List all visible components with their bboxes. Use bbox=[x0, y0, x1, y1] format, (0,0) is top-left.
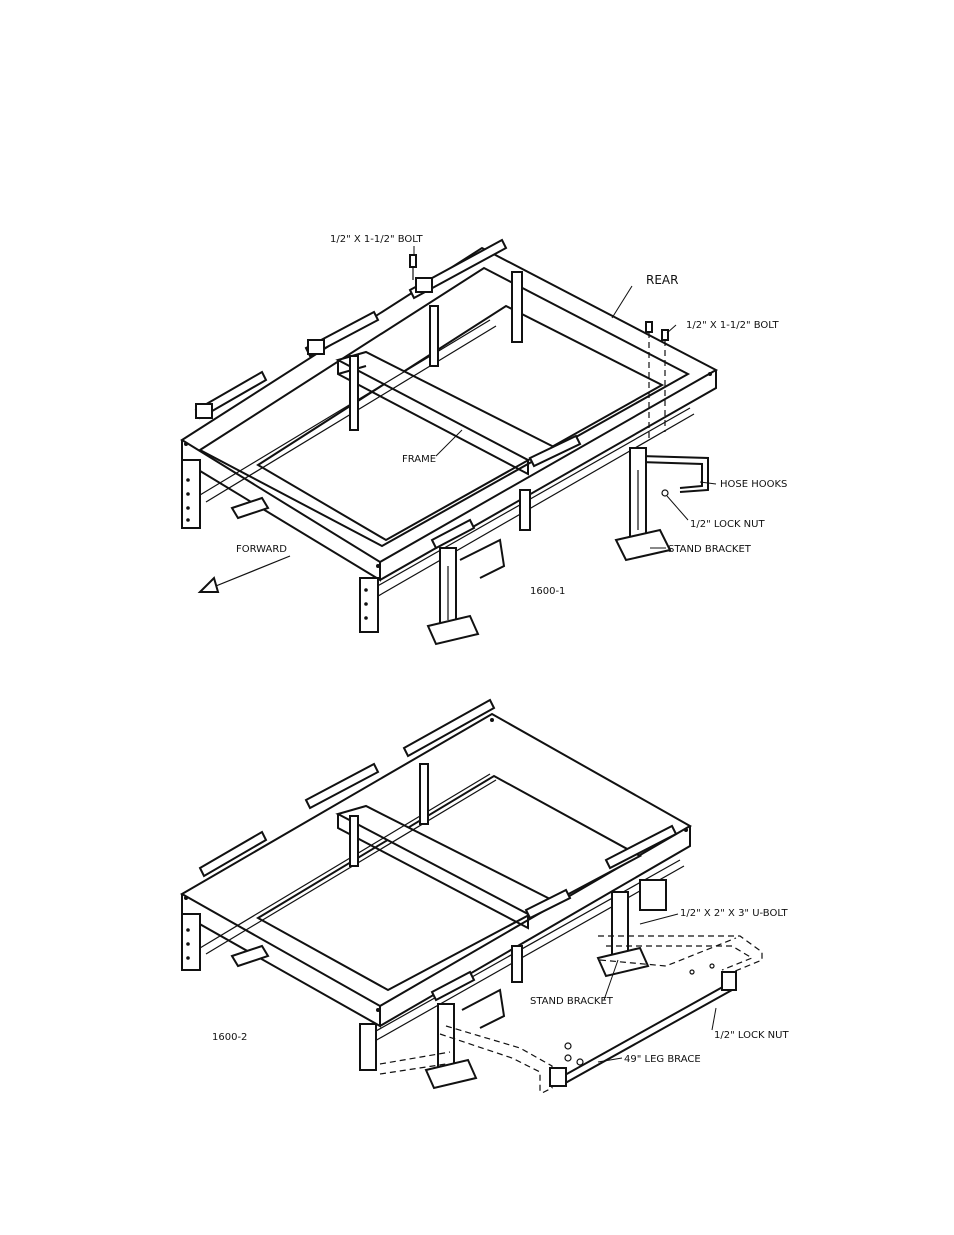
forward-arrow bbox=[200, 556, 290, 592]
figure-id-bottom: 1600-2 bbox=[212, 1032, 247, 1043]
label-rear: REAR bbox=[646, 273, 678, 287]
label-lock-nut-bottom: 1/2" LOCK NUT bbox=[714, 1030, 789, 1041]
label-bolt-right: 1/2" X 1-1/2" BOLT bbox=[686, 320, 779, 331]
top-assembly-drawing: 1/2" X 1-1/2" BOLT REAR 1/2" X 1-1/2" BO… bbox=[182, 234, 787, 644]
label-u-bolt: 1/2" X 2" X 3" U-BOLT bbox=[680, 908, 789, 919]
hose-hook-bottom bbox=[462, 990, 504, 1028]
bottom-assembly-drawing: 1/2" X 2" X 3" U-BOLT STAND BRACKET 1/2"… bbox=[182, 700, 789, 1094]
label-leg-brace: 49" LEG BRACE bbox=[624, 1054, 701, 1065]
label-bolt-left: 1/2" X 1-1/2" BOLT bbox=[330, 234, 423, 245]
bolt-left-top bbox=[410, 255, 416, 280]
label-hose-hooks: HOSE HOOKS bbox=[720, 479, 787, 490]
stand-bracket-right bbox=[616, 448, 670, 560]
label-lock-nut-top: 1/2" LOCK NUT bbox=[690, 519, 765, 530]
front-right-leg bbox=[360, 578, 378, 632]
label-frame: FRAME bbox=[402, 454, 436, 465]
stand-bracket-center-bottom bbox=[426, 1004, 476, 1088]
label-stand-bracket-bottom: STAND BRACKET bbox=[530, 996, 614, 1007]
label-stand-bracket-top: STAND BRACKET bbox=[668, 544, 752, 555]
figure-id-top: 1600-1 bbox=[530, 586, 565, 597]
label-forward: FORWARD bbox=[236, 544, 287, 555]
hose-hook-right bbox=[640, 456, 708, 492]
